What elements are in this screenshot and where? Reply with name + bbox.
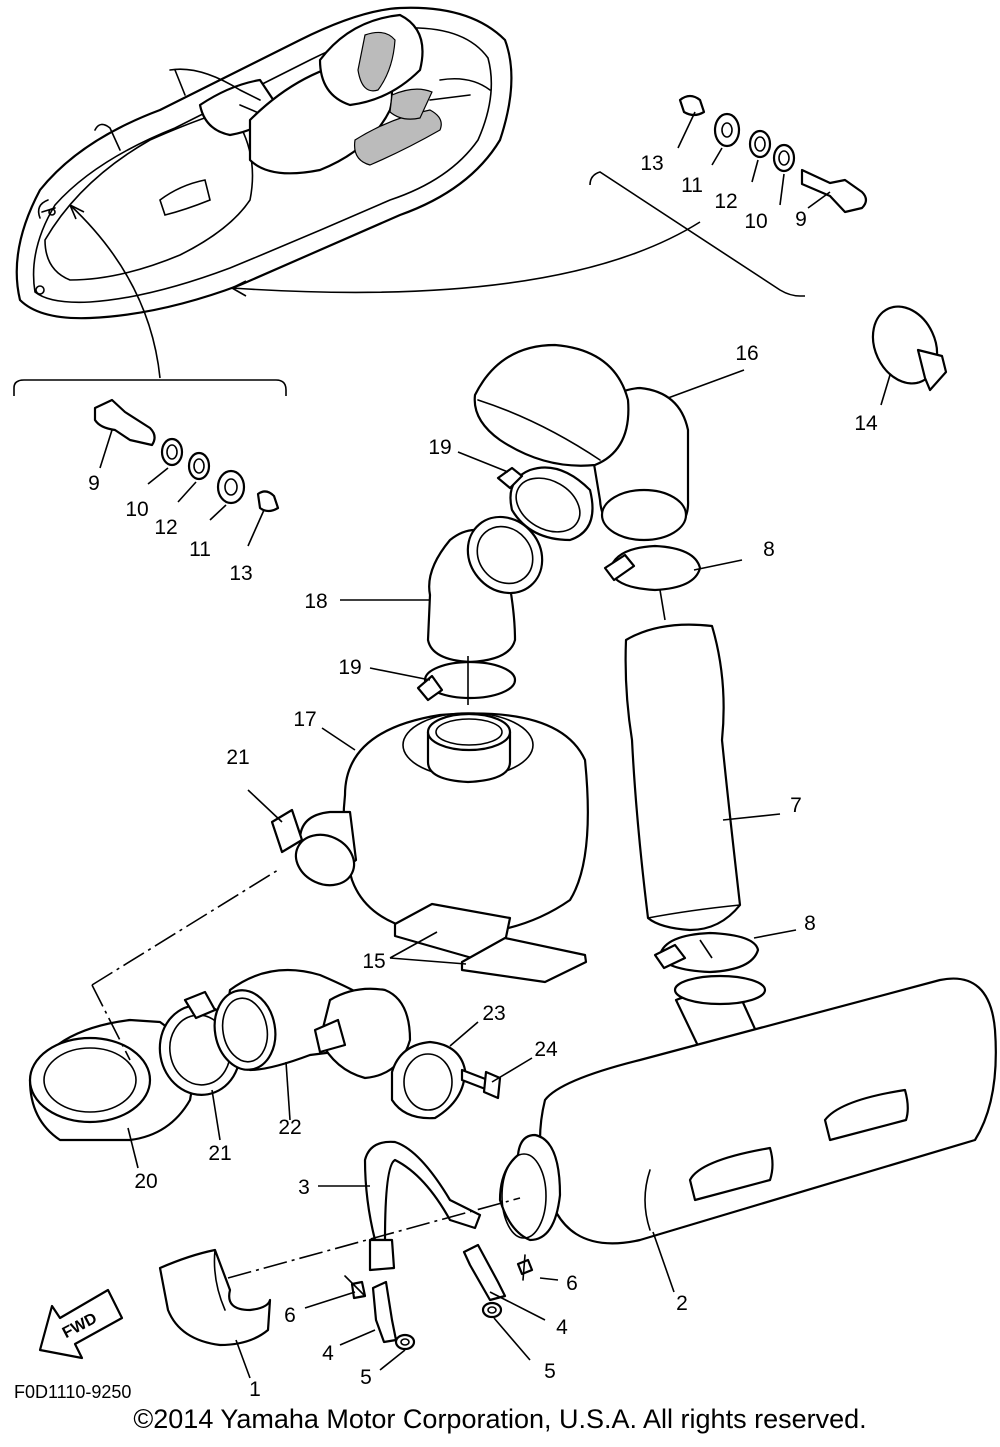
part-4-bracket-right — [462, 1243, 507, 1302]
callout-8-lower: 8 — [804, 912, 816, 935]
leader-lines — [99, 111, 891, 1379]
part-5-washer-left — [394, 1333, 416, 1351]
callout-6-left: 6 — [284, 1304, 296, 1327]
callout-13-left: 13 — [229, 562, 252, 585]
callout-8-upper: 8 — [763, 538, 775, 561]
bracket-right — [589, 171, 805, 297]
callout-19-lower: 19 — [338, 656, 361, 679]
copyright-notice: ©2014 Yamaha Motor Corporation, U.S.A. A… — [133, 1404, 867, 1434]
callout-4-left: 4 — [322, 1342, 334, 1365]
callout-19-upper: 19 — [428, 436, 451, 459]
callout-3: 3 — [298, 1176, 310, 1199]
part-23-gasket — [390, 1040, 467, 1120]
part-19-lower-clamp — [416, 660, 517, 702]
callout-11-left: 11 — [189, 538, 211, 561]
callout-22: 22 — [278, 1116, 301, 1139]
callout-5-left: 5 — [360, 1366, 372, 1389]
arrow-to-front-fitting — [69, 204, 161, 379]
part-16-elbow-hose — [473, 343, 690, 542]
part-18-elbow — [426, 515, 544, 664]
callout-1: 1 — [249, 1378, 261, 1401]
callout-9-right: 9 — [795, 208, 807, 231]
callout-labels: 13 11 12 10 9 9 10 12 11 13 14 16 19 8 1… — [88, 152, 878, 1401]
part-4-bracket-left — [371, 1280, 398, 1344]
bracket-left — [13, 379, 287, 396]
diagram-code: F0D1110-9250 — [14, 1382, 132, 1402]
part-20-tube — [28, 1018, 194, 1142]
part-14-clamp — [871, 305, 948, 392]
part-8-upper-clamp — [603, 544, 702, 592]
fitting-kit-right — [678, 94, 868, 214]
part-2-muffler — [498, 974, 997, 1245]
part-5-washer-right — [481, 1301, 503, 1319]
part-24-bolt — [460, 1068, 502, 1100]
callout-24: 24 — [534, 1038, 558, 1061]
callout-10-right: 10 — [744, 210, 767, 233]
part-19-upper-clamp — [496, 466, 594, 542]
callout-12-left: 12 — [154, 516, 177, 539]
arrow-to-rear-fitting — [231, 221, 701, 294]
callout-2: 2 — [676, 1292, 688, 1315]
fitting-kit-left — [93, 398, 280, 513]
part-7-long-hose — [624, 623, 742, 932]
part-3-strap — [363, 1140, 482, 1272]
callout-9-left: 9 — [88, 472, 100, 495]
part-21-upper-joint — [270, 808, 358, 887]
callout-23: 23 — [482, 1002, 505, 1025]
callout-14: 14 — [854, 412, 878, 435]
fwd-arrow-icon: FWD — [38, 1288, 124, 1360]
part-22-elbow — [213, 968, 412, 1080]
part-15-pads — [393, 902, 588, 984]
callout-7: 7 — [790, 794, 802, 817]
callout-20: 20 — [134, 1170, 157, 1193]
watercraft-illustration — [15, 6, 513, 320]
callout-4-right: 4 — [556, 1316, 568, 1339]
part-6-rivet-right — [516, 1254, 534, 1281]
callout-16: 16 — [735, 342, 758, 365]
callout-11-right: 11 — [681, 174, 703, 197]
callout-5-right: 5 — [544, 1360, 556, 1383]
callout-12-right: 12 — [714, 190, 737, 213]
callout-6-right: 6 — [566, 1272, 578, 1295]
axis-line-1 — [227, 1197, 521, 1279]
callout-21-upper: 21 — [226, 746, 249, 769]
part-8-lower-clamp — [653, 931, 760, 974]
axis-line-2 — [91, 869, 279, 986]
callout-18: 18 — [304, 590, 327, 613]
callout-10-left: 10 — [125, 498, 148, 521]
callout-21-lower: 21 — [208, 1142, 231, 1165]
callout-13-right: 13 — [640, 152, 663, 175]
callout-15: 15 — [362, 950, 385, 973]
callout-17: 17 — [293, 708, 316, 731]
part-17-resonator — [342, 712, 589, 937]
part-1-cover — [158, 1248, 272, 1347]
